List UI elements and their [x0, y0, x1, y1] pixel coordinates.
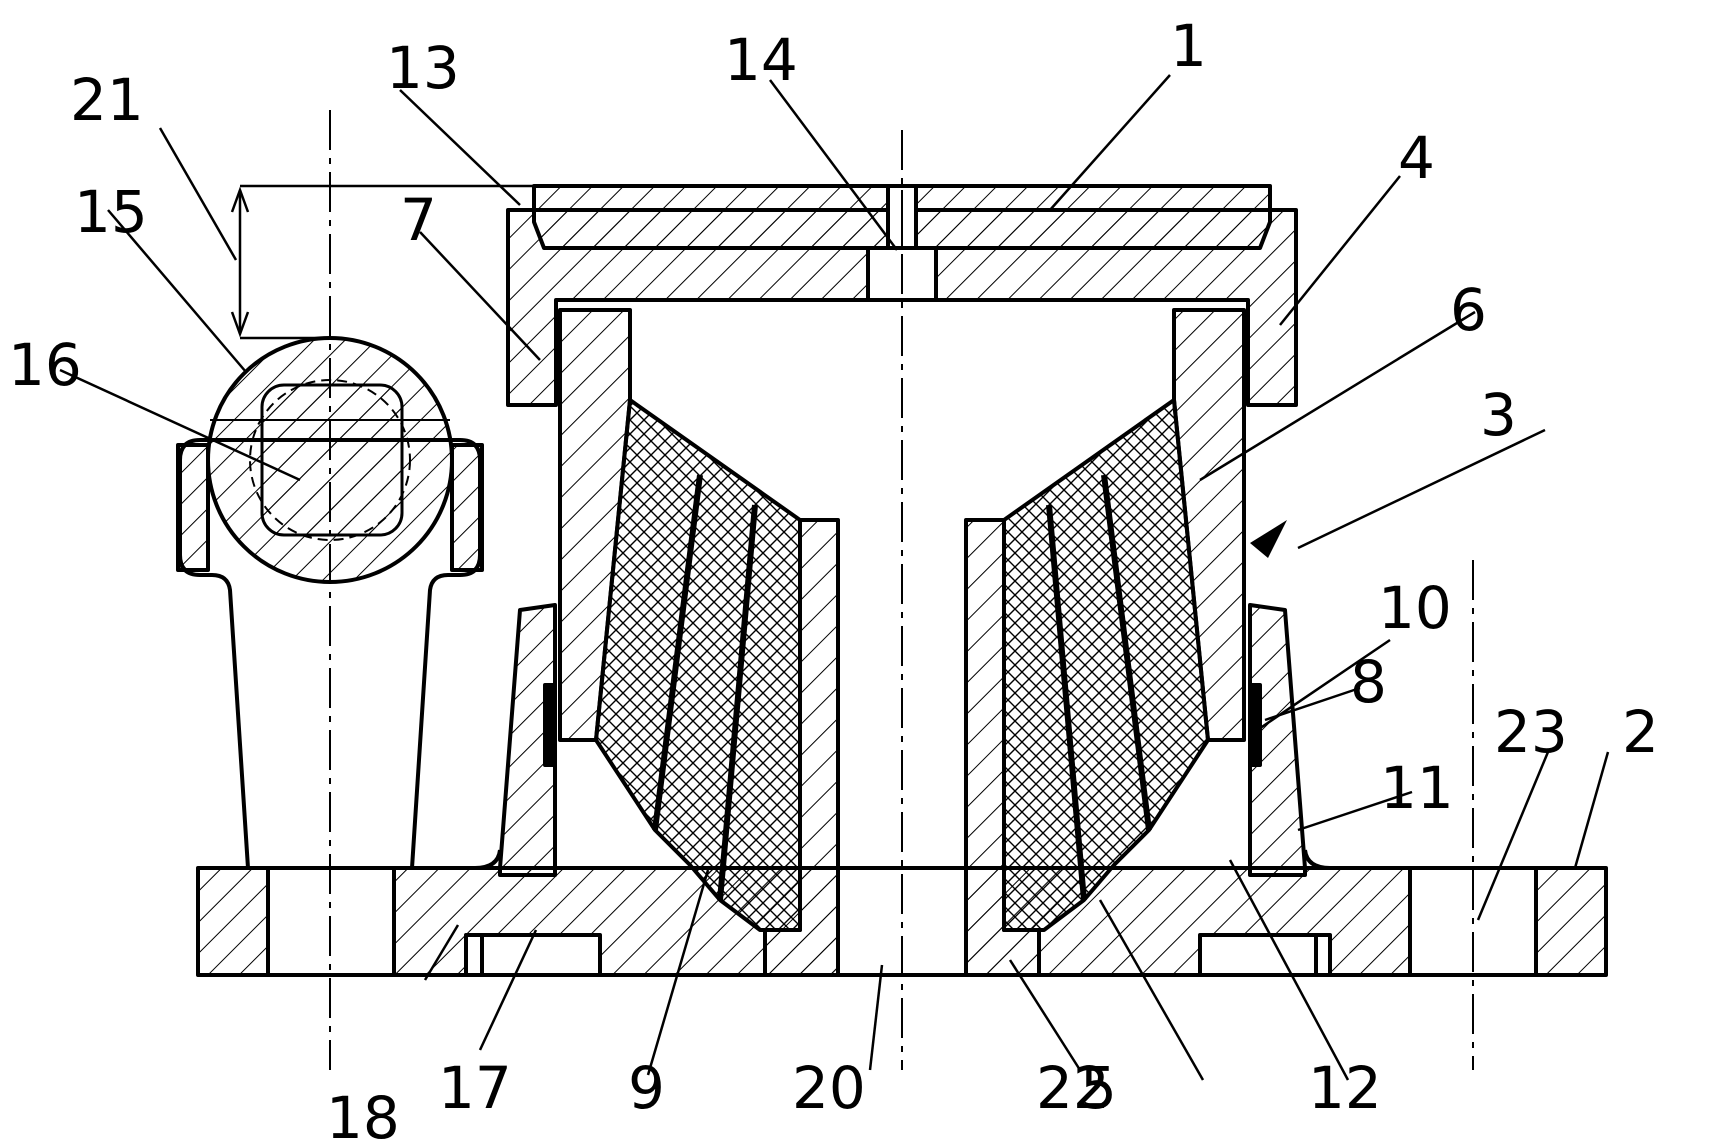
label-11: 11 [1380, 754, 1454, 822]
label-8: 8 [1350, 648, 1387, 716]
label-18: 18 [326, 1084, 400, 1148]
label-7: 7 [400, 186, 437, 254]
label-2: 2 [1622, 698, 1659, 766]
label-6: 6 [1450, 276, 1487, 344]
label-15: 15 [74, 178, 148, 246]
label-9: 9 [628, 1054, 665, 1122]
label-22: 22 [1036, 1054, 1110, 1122]
arrow-3 [1250, 520, 1287, 558]
seal-ring-right [1250, 685, 1260, 765]
dimension-21 [232, 186, 534, 338]
label-14: 14 [724, 26, 798, 94]
label-13: 13 [386, 34, 460, 102]
label-16: 16 [8, 331, 82, 399]
label-21: 21 [70, 66, 144, 134]
label-23: 23 [1494, 698, 1568, 766]
label-3: 3 [1480, 381, 1517, 449]
label-1: 1 [1170, 12, 1207, 80]
label-20: 20 [792, 1054, 866, 1122]
seal-ring-left [545, 685, 555, 765]
label-17: 17 [438, 1054, 512, 1122]
pivot-support-block [178, 338, 482, 868]
label-10: 10 [1378, 574, 1452, 642]
label-12: 12 [1308, 1054, 1382, 1122]
label-4: 4 [1398, 124, 1435, 192]
